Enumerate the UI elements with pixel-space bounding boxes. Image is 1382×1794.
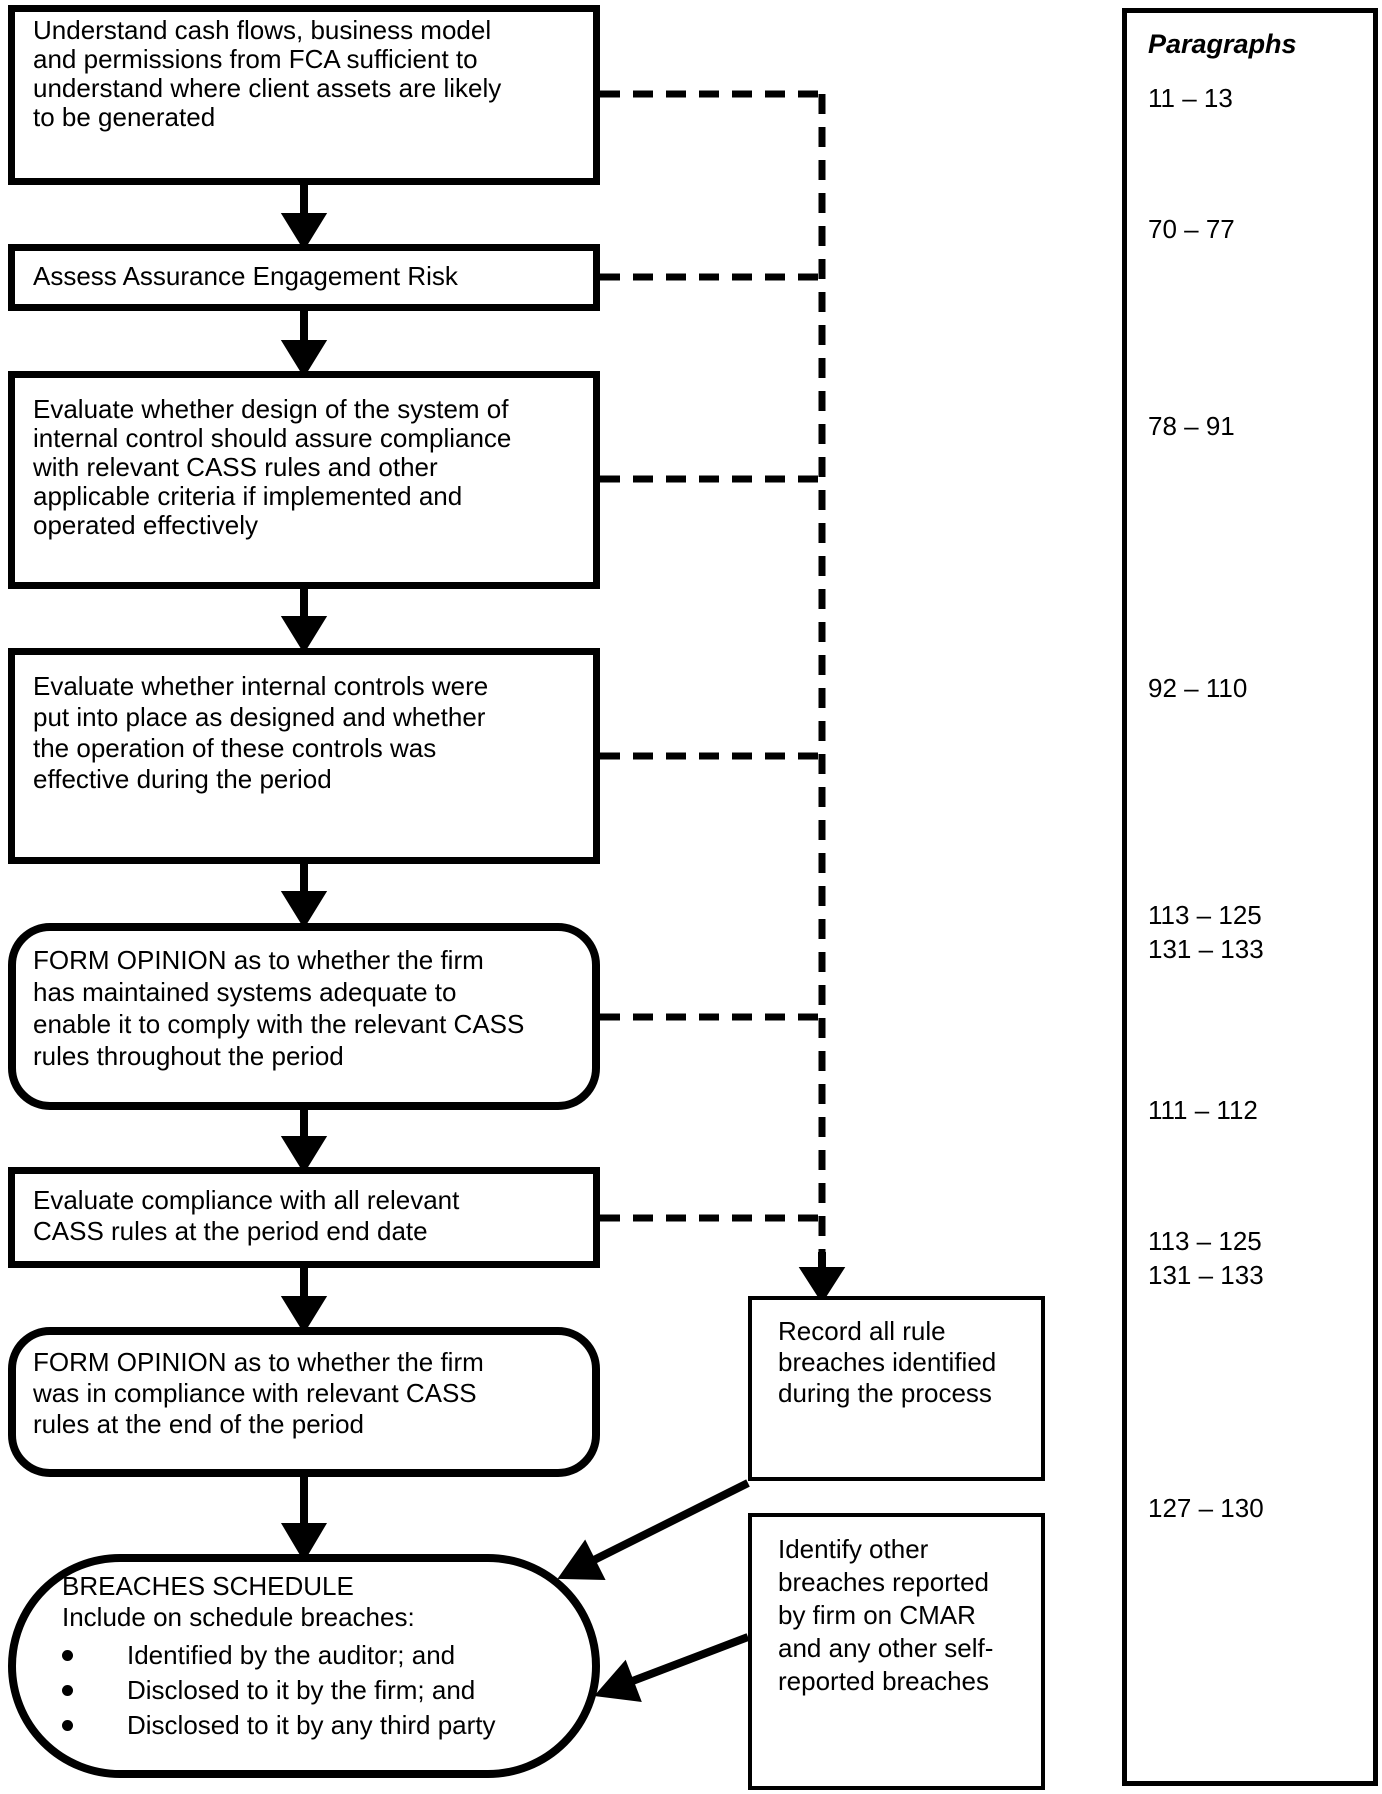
flow-arrowhead: [280, 1523, 328, 1562]
bullet-item: Disclosed to it by any third party: [16, 1708, 592, 1743]
bullet-dot-icon: [62, 1685, 73, 1696]
flow-arrowhead: [280, 616, 328, 654]
node-form-opinion-compliance: FORM OPINION as to whether the firm was …: [8, 1327, 600, 1477]
paragraph-range: 11 – 13: [1148, 83, 1233, 113]
dashed-trunk-arrowhead: [798, 1267, 846, 1304]
identify-to-schedule-arrowhead: [594, 1659, 642, 1702]
bullet-item-text: Disclosed to it by any third party: [127, 1710, 496, 1740]
node-form-opinion-systems-text: FORM OPINION as to whether the firm has …: [33, 945, 525, 1071]
paragraph-range: 78 – 91: [1148, 411, 1235, 441]
paragraph-range: 113 – 125: [1148, 1226, 1262, 1256]
node-record-rule-breaches-text: Record all rule breaches identified duri…: [778, 1316, 997, 1408]
node-understand-cash-flows-text: Understand cash flows, business model an…: [33, 15, 502, 132]
dashed-branches: [600, 90, 826, 1255]
node-breaches-schedule: BREACHES SCHEDULE Include on schedule br…: [8, 1554, 600, 1778]
identify-to-schedule-shaft: [628, 1633, 750, 1686]
node-form-opinion-compliance-text: FORM OPINION as to whether the firm was …: [33, 1347, 484, 1439]
node-assess-engagement-risk: Assess Assurance Engagement Risk: [8, 244, 600, 311]
bullet-item: Identified by the auditor; and: [16, 1638, 592, 1673]
node-evaluate-period-end-compliance-text: Evaluate compliance with all relevant CA…: [33, 1185, 460, 1246]
bullet-dot-icon: [62, 1650, 73, 1661]
paragraph-range: 70 – 77: [1148, 214, 1235, 244]
bullet-item-text: Identified by the auditor; and: [127, 1640, 456, 1670]
flow-arrowhead: [280, 1136, 328, 1174]
breaches-schedule-bullets: Identified by the auditor; and Disclosed…: [16, 1638, 592, 1743]
flow-arrowhead: [280, 1296, 328, 1334]
node-assess-engagement-risk-text: Assess Assurance Engagement Risk: [33, 261, 458, 291]
paragraphs-panel-header: Paragraphs: [1148, 29, 1297, 59]
paragraph-range: 111 – 112: [1148, 1095, 1258, 1125]
node-evaluate-control-design-text: Evaluate whether design of the system of…: [33, 394, 512, 540]
node-evaluate-control-operation-text: Evaluate whether internal controls were …: [33, 671, 489, 794]
paragraph-range: 131 – 133: [1148, 934, 1264, 964]
node-form-opinion-systems: FORM OPINION as to whether the firm has …: [8, 923, 600, 1110]
node-evaluate-control-operation: Evaluate whether internal controls were …: [8, 648, 600, 864]
node-identify-other-breaches: Identify other breaches reported by firm…: [748, 1513, 1045, 1790]
paragraph-range: 131 – 133: [1148, 1260, 1264, 1290]
breaches-schedule-title: BREACHES SCHEDULE: [62, 1571, 354, 1601]
bullet-dot-icon: [62, 1720, 73, 1731]
record-to-schedule-shaft: [590, 1479, 750, 1565]
paragraph-range: 113 – 125: [1148, 900, 1262, 930]
flow-arrowhead: [280, 891, 328, 929]
node-identify-other-breaches-text: Identify other breaches reported by firm…: [778, 1534, 994, 1696]
flow-arrowhead: [280, 340, 328, 378]
node-understand-cash-flows: Understand cash flows, business model an…: [8, 5, 600, 185]
node-evaluate-control-design: Evaluate whether design of the system of…: [8, 371, 600, 589]
bullet-item: Disclosed to it by the firm; and: [16, 1673, 592, 1708]
breaches-schedule-subtitle: Include on schedule breaches:: [62, 1602, 415, 1632]
bullet-item-text: Disclosed to it by the firm; and: [127, 1675, 476, 1705]
record-to-schedule-arrowhead: [557, 1539, 606, 1580]
paragraph-range: 92 – 110: [1148, 673, 1248, 703]
node-record-rule-breaches: Record all rule breaches identified duri…: [748, 1296, 1045, 1481]
paragraph-range: 127 – 130: [1148, 1493, 1264, 1523]
paragraphs-panel: Paragraphs 11 – 13 70 – 77 78 – 91 92 – …: [1122, 8, 1378, 1786]
flow-arrowhead: [280, 213, 328, 251]
dashed-trunk-arrow: [798, 1252, 846, 1304]
node-evaluate-period-end-compliance: Evaluate compliance with all relevant CA…: [8, 1167, 600, 1268]
